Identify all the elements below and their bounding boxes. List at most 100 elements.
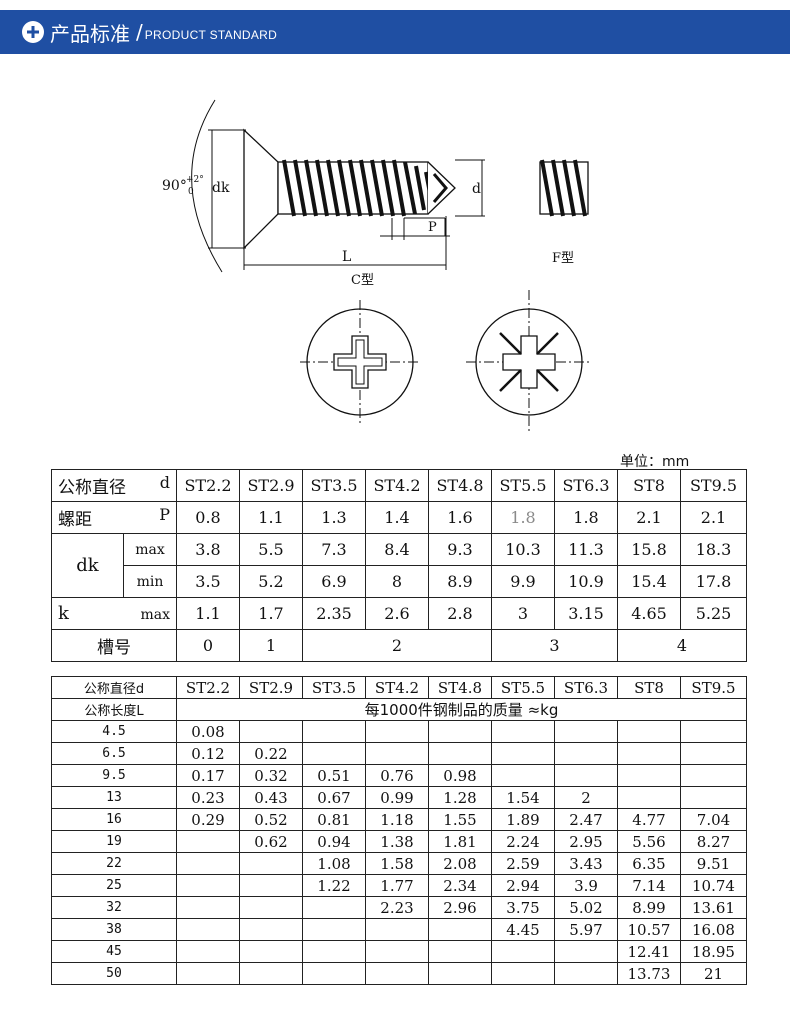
weight-cell <box>491 742 555 765</box>
weight-cell: 0.94 <box>302 830 366 853</box>
weight-size-cell: ST4.8 <box>428 676 492 699</box>
l-dimension-label: L <box>342 249 351 265</box>
pitch-cell: 1.8 <box>491 501 555 534</box>
weight-cell <box>176 918 240 941</box>
dk-max-cell: 10.3 <box>491 533 555 566</box>
dk-max-label: max <box>123 533 177 566</box>
size-cell: ST3.5 <box>302 469 366 502</box>
weight-cell: 8.27 <box>680 830 747 853</box>
weight-cell <box>680 764 747 787</box>
dk-max-cell: 3.8 <box>176 533 240 566</box>
weight-cell <box>428 940 492 963</box>
weight-cell <box>302 742 366 765</box>
length-cell: 32 <box>51 896 177 919</box>
screw-side-view <box>191 99 485 273</box>
weight-cell <box>491 720 555 743</box>
dk-min-cell: 5.2 <box>239 565 303 598</box>
weight-cell <box>428 720 492 743</box>
weight-size-cell: ST8 <box>617 676 681 699</box>
weight-cell <box>302 918 366 941</box>
weight-size-cell: ST2.9 <box>239 676 303 699</box>
k-label: k <box>58 603 69 624</box>
k-max-cell: 4.65 <box>617 597 681 630</box>
banner-title-en: PRODUCT STANDARD <box>144 28 278 42</box>
diameter-symbol: d <box>159 473 170 492</box>
pitch-cell: 0.8 <box>176 501 240 534</box>
weight-cell: 12.41 <box>617 940 681 963</box>
dk-max-cell: 11.3 <box>554 533 618 566</box>
dk-dimension-label: dk <box>212 180 230 196</box>
weight-cell: 1.18 <box>365 808 429 831</box>
weight-cell: 16.08 <box>680 918 747 941</box>
weight-cell <box>428 742 492 765</box>
k-max-cell: 5.25 <box>680 597 747 630</box>
weight-cell <box>554 940 618 963</box>
weight-cell: 2.47 <box>554 808 618 831</box>
weight-size-cell: ST5.5 <box>491 676 555 699</box>
dk-min-cell: 3.5 <box>176 565 240 598</box>
angle-label: 90° <box>162 178 187 194</box>
weight-size-cell: ST2.2 <box>176 676 240 699</box>
size-cell: ST8 <box>617 469 681 502</box>
weight-cell: 0.43 <box>239 786 303 809</box>
weight-cell: 0.12 <box>176 742 240 765</box>
length-cell: 13 <box>51 786 177 809</box>
weight-cell <box>365 720 429 743</box>
weight-cell: 0.17 <box>176 764 240 787</box>
weight-cell: 7.04 <box>680 808 747 831</box>
k-max-cell: 2.6 <box>365 597 429 630</box>
weight-cell: 2.08 <box>428 852 492 875</box>
weight-cell: 4.45 <box>491 918 555 941</box>
weight-cell: 1.58 <box>365 852 429 875</box>
weight-cell <box>365 918 429 941</box>
dk-max-cell: 8.4 <box>365 533 429 566</box>
weight-size-cell: ST4.2 <box>365 676 429 699</box>
weight-cell: 0.23 <box>176 786 240 809</box>
weight-cell <box>617 786 681 809</box>
length-cell: 25 <box>51 874 177 897</box>
weight-cell <box>617 742 681 765</box>
weight-cell: 13.61 <box>680 896 747 919</box>
weight-cell: 3.9 <box>554 874 618 897</box>
weight-cell: 2.59 <box>491 852 555 875</box>
banner-title-cn: 产品标准 <box>50 21 130 46</box>
weight-length-label: 公称长度L <box>51 698 177 721</box>
pitch-symbol: P <box>159 505 170 524</box>
weight-cell: 0.22 <box>239 742 303 765</box>
weight-cell: 2.24 <box>491 830 555 853</box>
length-cell: 4.5 <box>51 720 177 743</box>
weight-cell: 0.08 <box>176 720 240 743</box>
weight-cell: 0.67 <box>302 786 366 809</box>
pitch-cell: 1.1 <box>239 501 303 534</box>
screw-technical-drawing: 90° +2° 0 dk d P L F型 C型 <box>162 99 592 432</box>
weight-cell: 0.98 <box>428 764 492 787</box>
dk-max-cell: 9.3 <box>428 533 492 566</box>
weight-cell: 1.81 <box>428 830 492 853</box>
dk-min-label: min <box>123 565 177 598</box>
weight-cell <box>680 720 747 743</box>
size-cell: ST4.2 <box>365 469 429 502</box>
unit-label: 单位：mm <box>620 454 690 470</box>
weight-cell: 0.32 <box>239 764 303 787</box>
weight-cell: 2.95 <box>554 830 618 853</box>
dk-min-cell: 8 <box>365 565 429 598</box>
size-cell: ST2.9 <box>239 469 303 502</box>
length-cell: 16 <box>51 808 177 831</box>
weight-cell <box>554 764 618 787</box>
dk-min-cell: 10.9 <box>554 565 618 598</box>
weight-cell <box>302 940 366 963</box>
f-type-label: F型 <box>552 251 574 266</box>
weight-cell: 9.51 <box>680 852 747 875</box>
dk-min-cell: 9.9 <box>491 565 555 598</box>
weight-cell <box>239 918 303 941</box>
weight-cell <box>176 962 240 985</box>
weight-cell: 2.94 <box>491 874 555 897</box>
